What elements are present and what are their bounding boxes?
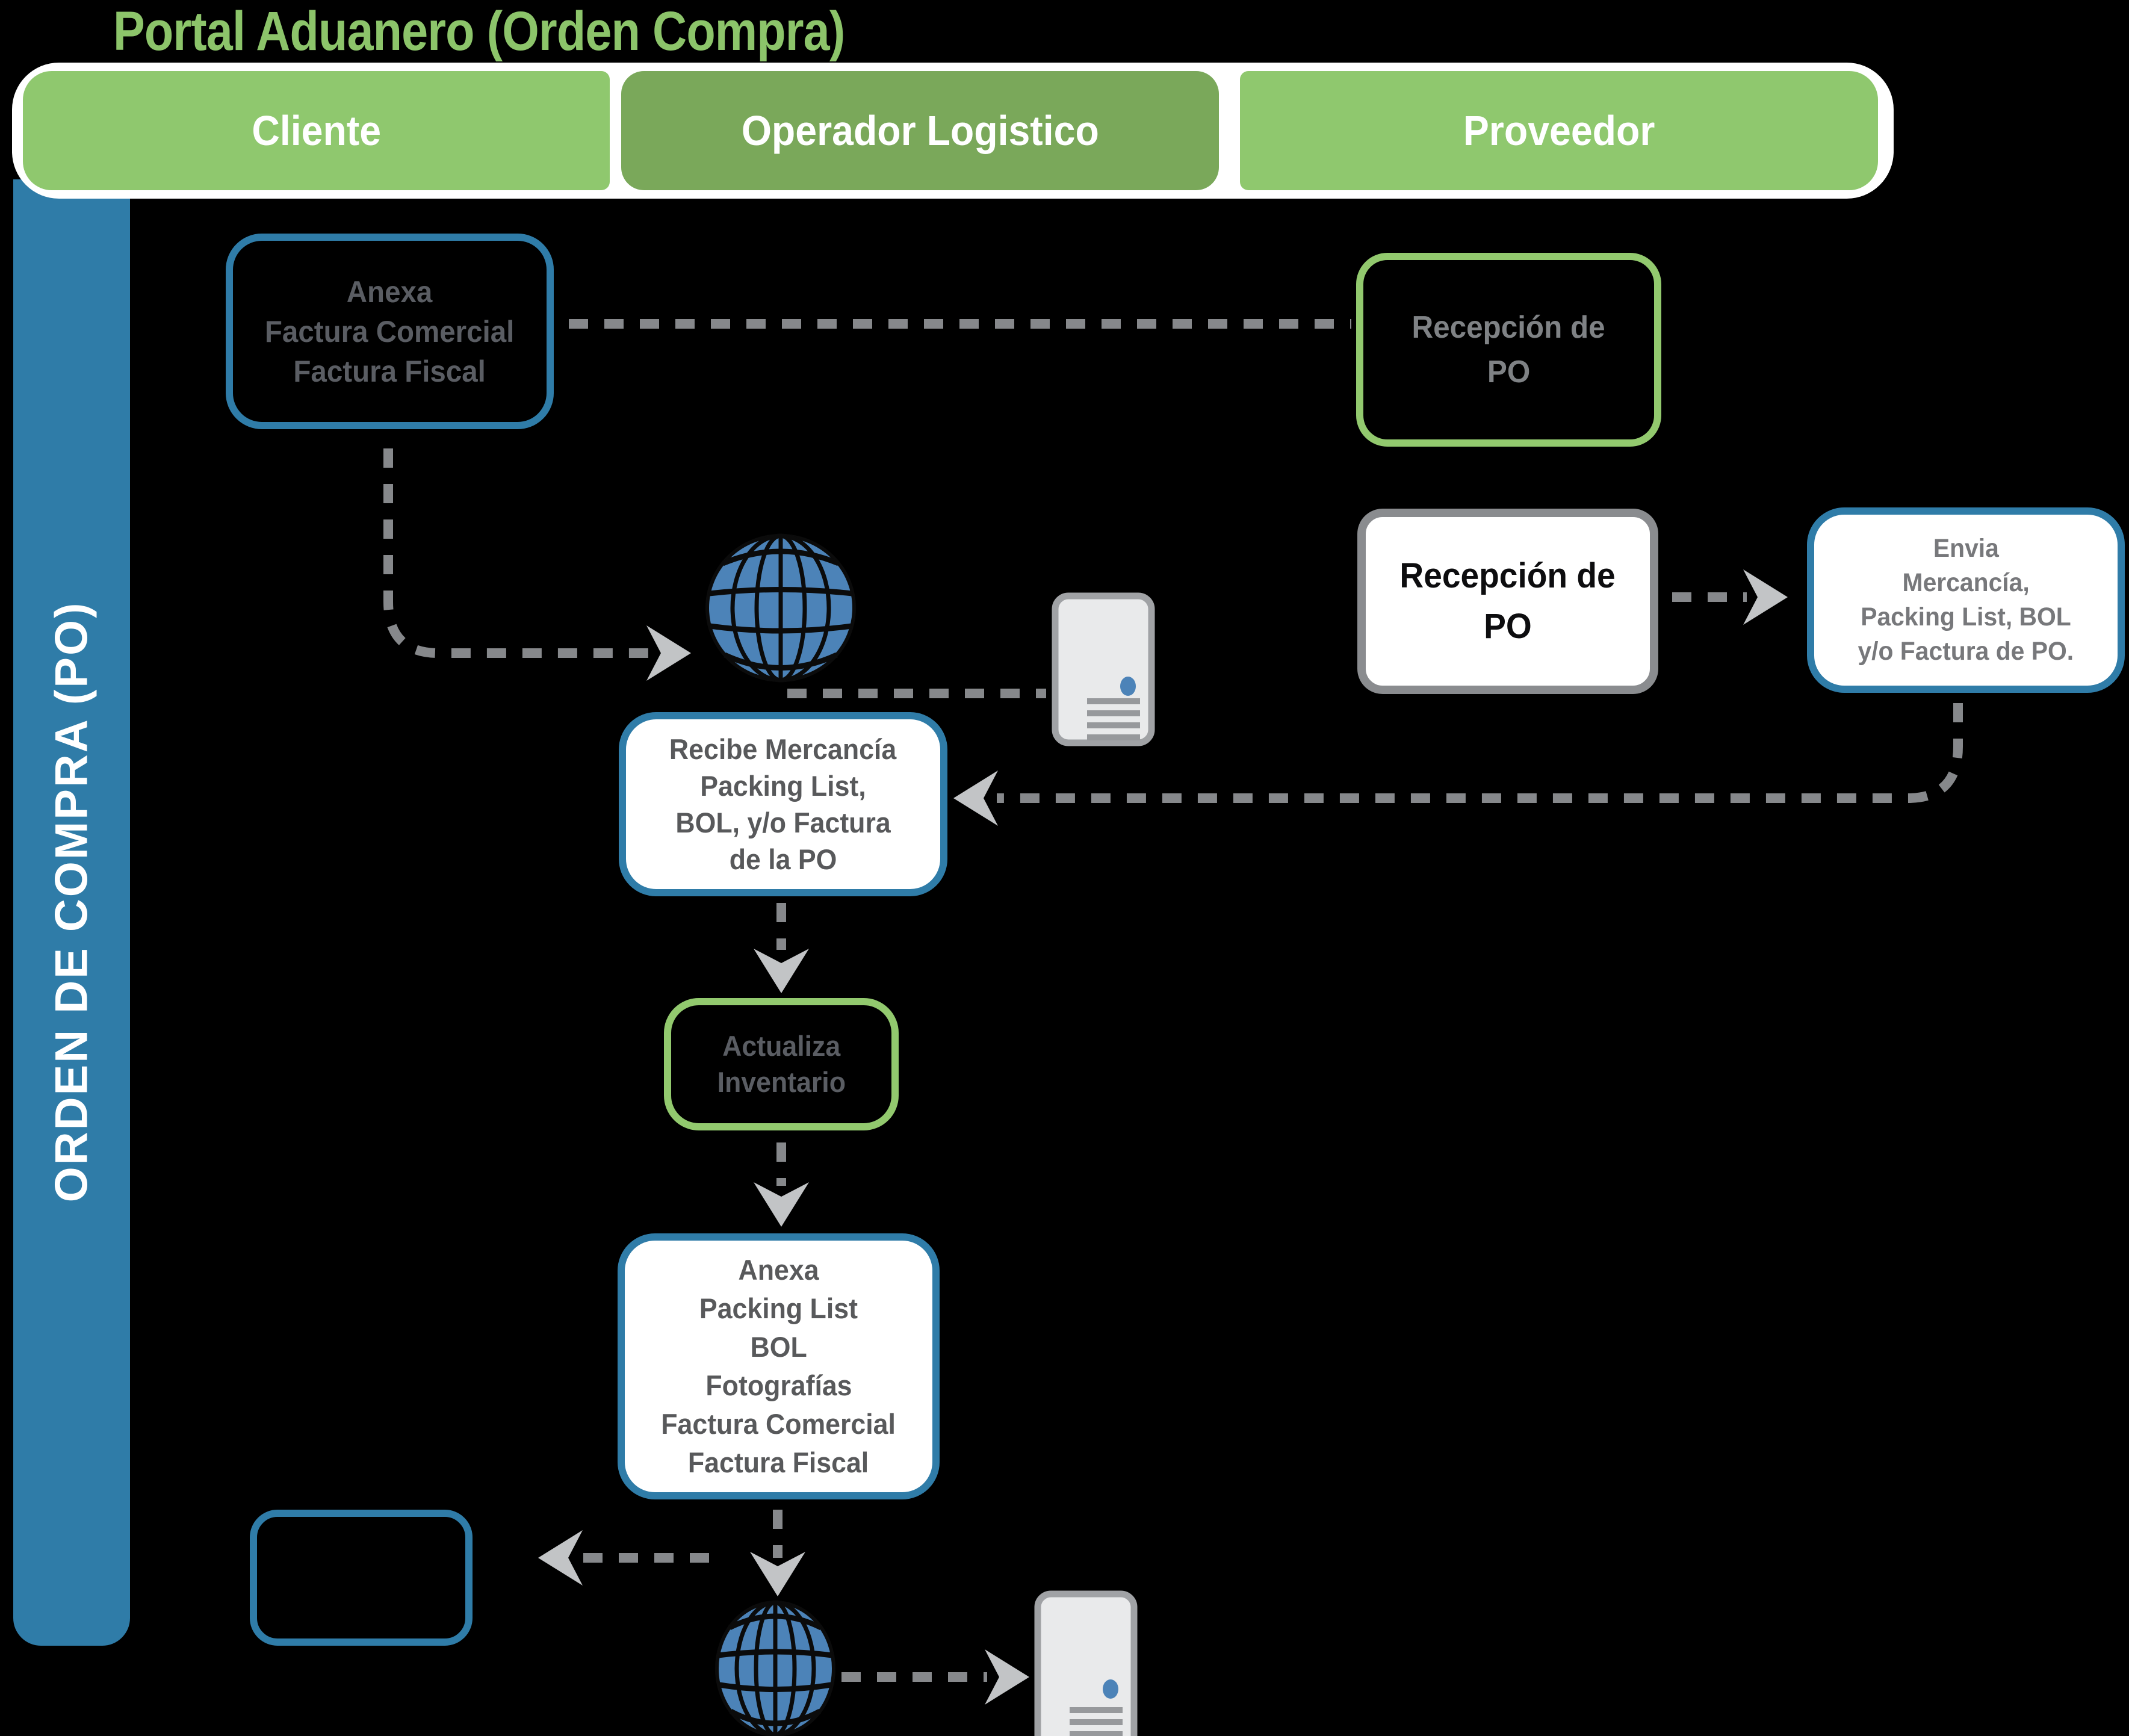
node-text-line: Envia [1933, 534, 1999, 563]
arrowhead-right-icon [1743, 569, 1788, 625]
arrowhead-right-icon [646, 625, 691, 681]
node-text-line: PO [1484, 607, 1532, 646]
node-text-line: de la PO [729, 843, 837, 875]
node-text-line: Recepción de [1412, 310, 1606, 345]
arrowhead-down-icon [754, 1182, 809, 1227]
node-text-line: Packing List, BOL [1861, 603, 2071, 631]
arrowhead-left-icon [953, 770, 998, 826]
arrowhead-left-icon [538, 1530, 583, 1586]
lane-header-cliente: Cliente [23, 71, 610, 190]
node-text-line: Recibe Mercancía [669, 733, 897, 765]
node-text-line: Mercancía, [1902, 568, 2030, 597]
globe-icon [715, 1600, 835, 1736]
lane-header-bar: Cliente Operador Logistico Proveedor [12, 63, 1894, 199]
node-text-line: Anexa [347, 274, 433, 309]
lane-label-proveedor: Proveedor [1463, 107, 1655, 154]
node-text-line: Inventario [717, 1066, 846, 1098]
node-text-line: Packing List [699, 1292, 858, 1324]
node-anexa-documentos: Anexa Packing List BOL Fotografías Factu… [618, 1233, 940, 1499]
arrowhead-right-icon [985, 1649, 1029, 1705]
node-text-line: Factura Comercial [265, 314, 515, 349]
lane-header-operador-logistico: Operador Logistico [621, 71, 1219, 190]
lane-label-cliente: Cliente [252, 107, 381, 154]
server-icon [1034, 1590, 1138, 1736]
orden-de-compra-label: ORDEN DE COMPRA (PO) [46, 601, 98, 1203]
node-recepcion-po-operador: Recepción de PO [1357, 509, 1658, 694]
node-text-line: Packing List, [700, 770, 866, 802]
node-recepcion-po-proveedor: Recepción de PO [1356, 253, 1661, 447]
node-anexa-facturas: Anexa Factura Comercial Factura Fiscal [226, 234, 554, 429]
orden-de-compra-band: ORDEN DE COMPRA (PO) [13, 179, 130, 1646]
node-text-line: Factura Fiscal [293, 354, 486, 388]
server-icon [1052, 592, 1155, 746]
node-text-line: BOL [750, 1331, 807, 1363]
node-recibe-mercancia: Recibe Mercancía Packing List, BOL, y/o … [619, 712, 947, 896]
node-text-line: Recepción de [1399, 556, 1616, 595]
node-text-line: Anexa [738, 1254, 819, 1286]
connector-anexa-to-globe [383, 448, 650, 658]
lane-label-operador-logistico: Operador Logistico [741, 107, 1099, 154]
node-envia-mercancia: Envia Mercancía, Packing List, BOL y/o F… [1807, 507, 2125, 693]
node-text-line: BOL, y/o Factura [675, 807, 891, 839]
node-text-line: y/o Factura de PO. [1858, 637, 2074, 666]
connector-envia-to-recibe [997, 703, 1963, 803]
page-title: Portal Aduanero (Orden Compra) [113, 1, 845, 62]
node-text-line: Fotografías [705, 1369, 852, 1401]
node-actualiza-inventario: Actualiza Inventario [664, 998, 899, 1130]
globe-icon [705, 533, 856, 683]
arrowhead-down-icon [754, 949, 809, 993]
node-empty-box [250, 1510, 473, 1646]
node-text-line: Factura Fiscal [688, 1446, 869, 1478]
lane-header-proveedor: Proveedor [1240, 71, 1878, 190]
node-text-line: Actualiza [722, 1030, 841, 1062]
arrowhead-down-icon [750, 1552, 805, 1596]
node-text-line: PO [1487, 355, 1531, 389]
node-text-line: Factura Comercial [661, 1408, 896, 1440]
